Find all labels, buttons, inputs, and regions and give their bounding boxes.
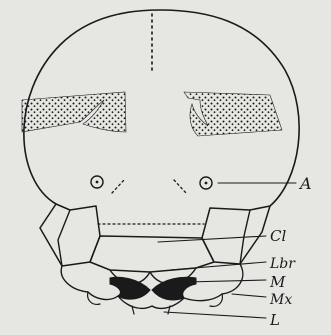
right-gena	[202, 206, 270, 264]
leader-line-labium	[164, 312, 266, 318]
left-frontal-suture	[112, 180, 124, 193]
right-antennal-socket-center	[205, 182, 208, 185]
left-maxilla	[61, 266, 118, 299]
leader-line-maxilla	[232, 294, 266, 297]
left-gena	[40, 204, 100, 266]
leader-line-labrum	[170, 262, 266, 270]
left-antennal-socket-center	[96, 181, 99, 184]
label-clypeus: Cl	[270, 227, 286, 245]
label-antenna: A	[298, 174, 312, 193]
label-mandible: M	[269, 273, 286, 291]
left-mandible	[110, 277, 150, 299]
label-maxilla: Mx	[269, 292, 292, 308]
right-frontal-suture	[174, 180, 186, 193]
labium-lower-lobes	[88, 292, 223, 314]
label-labrum: Lbr	[269, 256, 296, 272]
right-compound-eye	[184, 92, 282, 136]
leader-line-mandible	[186, 280, 266, 282]
label-labium: L	[269, 311, 280, 329]
clypeus	[90, 236, 214, 272]
left-gena-inner	[58, 210, 70, 266]
left-compound-eye	[22, 92, 126, 132]
